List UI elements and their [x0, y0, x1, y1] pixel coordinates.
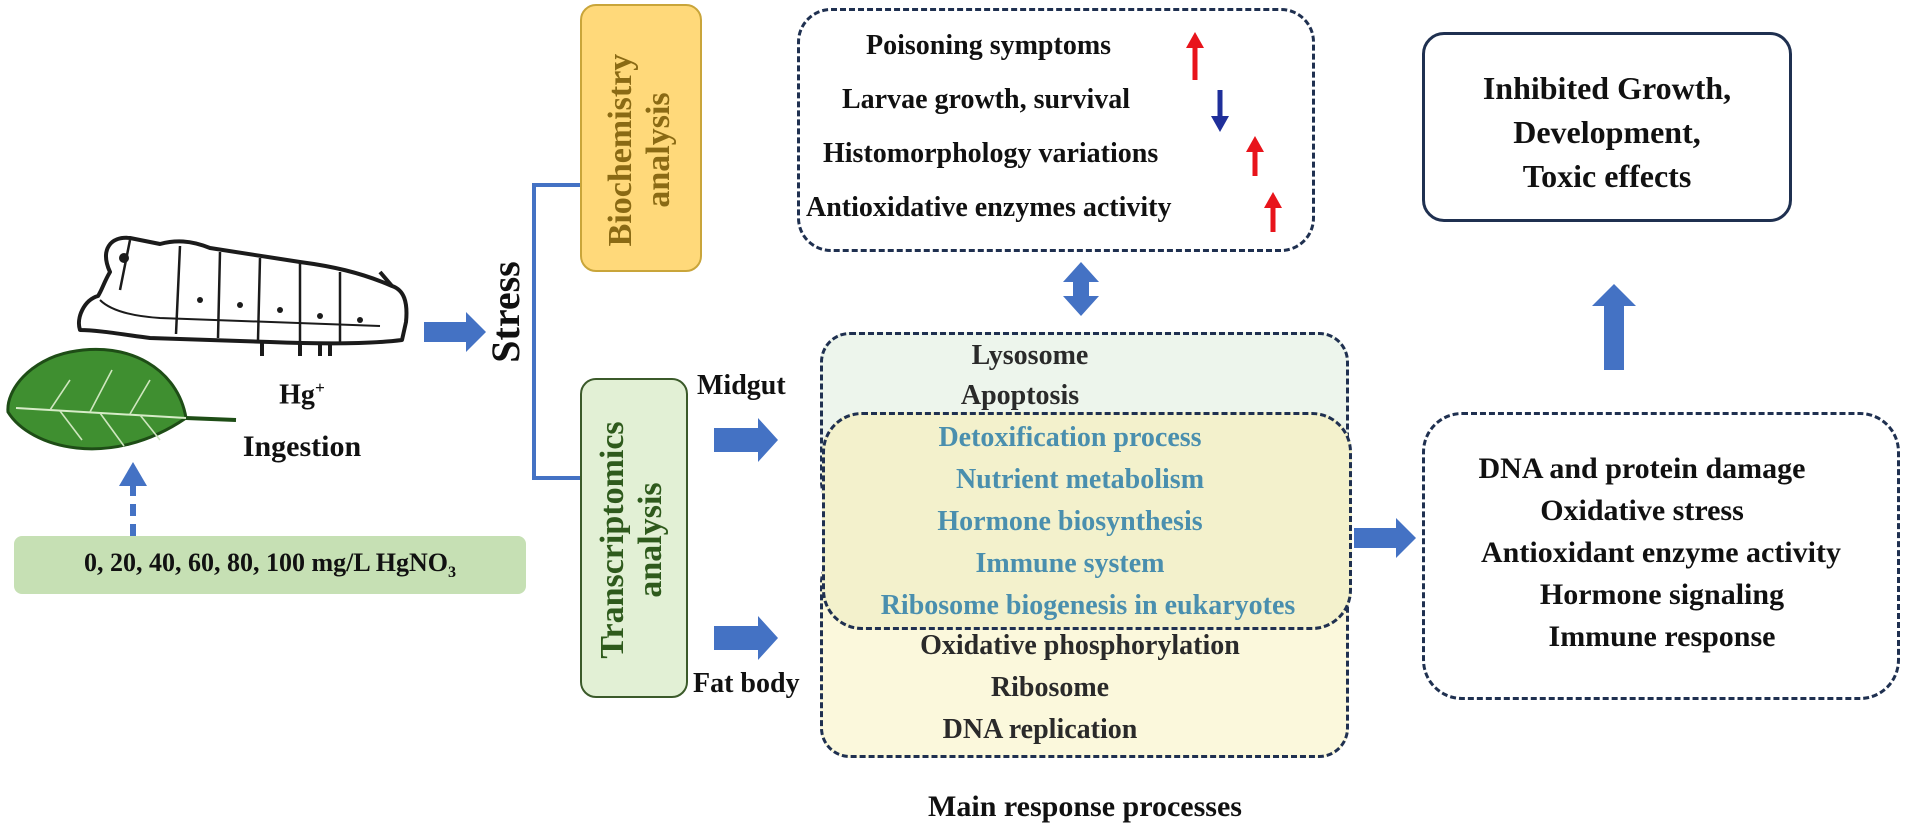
- leaf-icon: [6, 347, 237, 451]
- silkworm-icon: [77, 235, 409, 356]
- fatbody-arrow: [714, 616, 778, 660]
- arrow-to-outcome: [1592, 284, 1636, 370]
- finding-antioxidative: Antioxidative enzymes activity: [806, 192, 1172, 223]
- outcome-development: Development,: [1513, 114, 1701, 150]
- process-oxidative-phosphorylation: Oxidative phosphorylation: [920, 630, 1240, 661]
- process-lysosome: Lysosome: [971, 340, 1089, 371]
- stress-connector: [532, 183, 580, 480]
- concentration-box: [14, 536, 526, 594]
- finding-histomorphology: Histomorphology variations: [823, 138, 1159, 169]
- response-antioxidant-enzyme: Antioxidant enzyme activity: [1481, 536, 1841, 569]
- process-dna-replication: DNA replication: [942, 714, 1138, 745]
- midgut-arrow: [714, 418, 778, 462]
- outcome-inhibited-growth: Inhibited Growth,: [1482, 70, 1732, 106]
- response-oxidative-stress: Oxidative stress: [1540, 494, 1744, 527]
- finding-poisoning: Poisoning symptoms: [866, 30, 1112, 61]
- shared-process-box: [822, 412, 1352, 630]
- finding-larvae: Larvae growth, survival: [842, 84, 1131, 115]
- midgut-label: Midgut: [697, 370, 786, 401]
- process-nutrient: Nutrient metabolism: [955, 464, 1205, 495]
- biochemistry-findings-box: [797, 8, 1315, 252]
- concentration-label: 0, 20, 40, 60, 80, 100 mg/L HgNO3: [83, 548, 457, 582]
- fatbody-label: Fat body: [693, 668, 800, 699]
- process-hormone: Hormone biosynthesis: [937, 506, 1203, 537]
- response-immune: Immune response: [1548, 620, 1776, 653]
- arrow-to-stress: [424, 312, 486, 352]
- biochemistry-box: [580, 4, 702, 272]
- biochemistry-label: Biochemistry analysis: [602, 53, 677, 247]
- stress-label: Stress: [483, 261, 528, 363]
- transcriptomics-label: Transcriptomics analysis: [594, 421, 669, 659]
- response-box: [1422, 412, 1900, 700]
- process-ribosome: Ribosome: [990, 672, 1110, 703]
- process-immune: Immune system: [975, 548, 1165, 579]
- transcriptomics-box: [580, 378, 688, 698]
- dashed-arrow-head: [119, 462, 147, 486]
- process-apoptosis: Apoptosis: [960, 380, 1080, 411]
- ingestion-label: Ingestion: [242, 430, 362, 463]
- caption: Main response processes: [928, 790, 1242, 823]
- response-hormone-signaling: Hormone signaling: [1539, 578, 1785, 611]
- process-ribosome-biogenesis: Ribosome biogenesis in eukaryotes: [880, 590, 1296, 621]
- arrow-to-responses: [1354, 518, 1416, 558]
- process-detoxification: Detoxification process: [938, 422, 1202, 453]
- double-arrow: [1063, 262, 1099, 316]
- outcome-toxic-effects: Toxic effects: [1522, 158, 1692, 194]
- outcome-box: [1422, 32, 1792, 222]
- hg-label: Hg+: [279, 378, 325, 411]
- response-dna-protein-damage: DNA and protein damage: [1478, 452, 1806, 485]
